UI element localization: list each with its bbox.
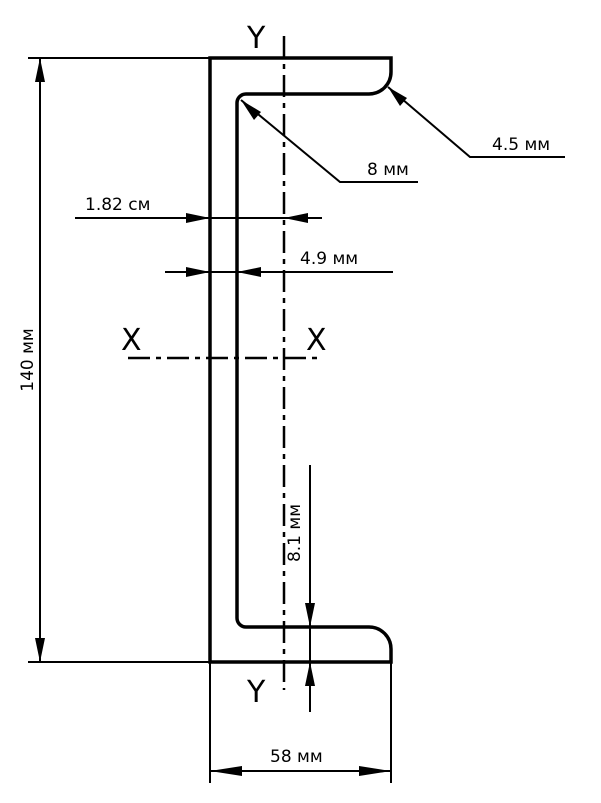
inner-radius-leader: 8 мм — [240, 99, 418, 183]
channel-profile — [208, 56, 393, 664]
web-thickness-dimension: 4.9 мм — [165, 249, 393, 277]
flange-width-dimension: 58 мм — [209, 662, 392, 783]
svg-text:8.1 мм: 8.1 мм — [285, 504, 305, 562]
centroid-offset-dimension: 1.82 см — [75, 195, 322, 223]
tip-radius-leader: 4.5 мм — [387, 86, 565, 158]
flange-thickness-dimension: 8.1 мм — [285, 465, 315, 712]
svg-text:8 мм: 8 мм — [367, 160, 409, 180]
svg-text:4.5 мм: 4.5 мм — [492, 135, 550, 155]
y-axis-label-top: Y — [246, 21, 266, 56]
y-axis-label-bottom: Y — [246, 675, 266, 710]
x-axis-label-right: X — [306, 323, 327, 358]
svg-text:140 мм: 140 мм — [18, 328, 38, 392]
svg-text:4.9 мм: 4.9 мм — [300, 249, 358, 269]
svg-text:58 мм: 58 мм — [270, 747, 323, 767]
svg-text:1.82 см: 1.82 см — [85, 195, 150, 215]
height-dimension: 140 мм — [18, 57, 210, 663]
x-axis-label-left: X — [121, 323, 142, 358]
